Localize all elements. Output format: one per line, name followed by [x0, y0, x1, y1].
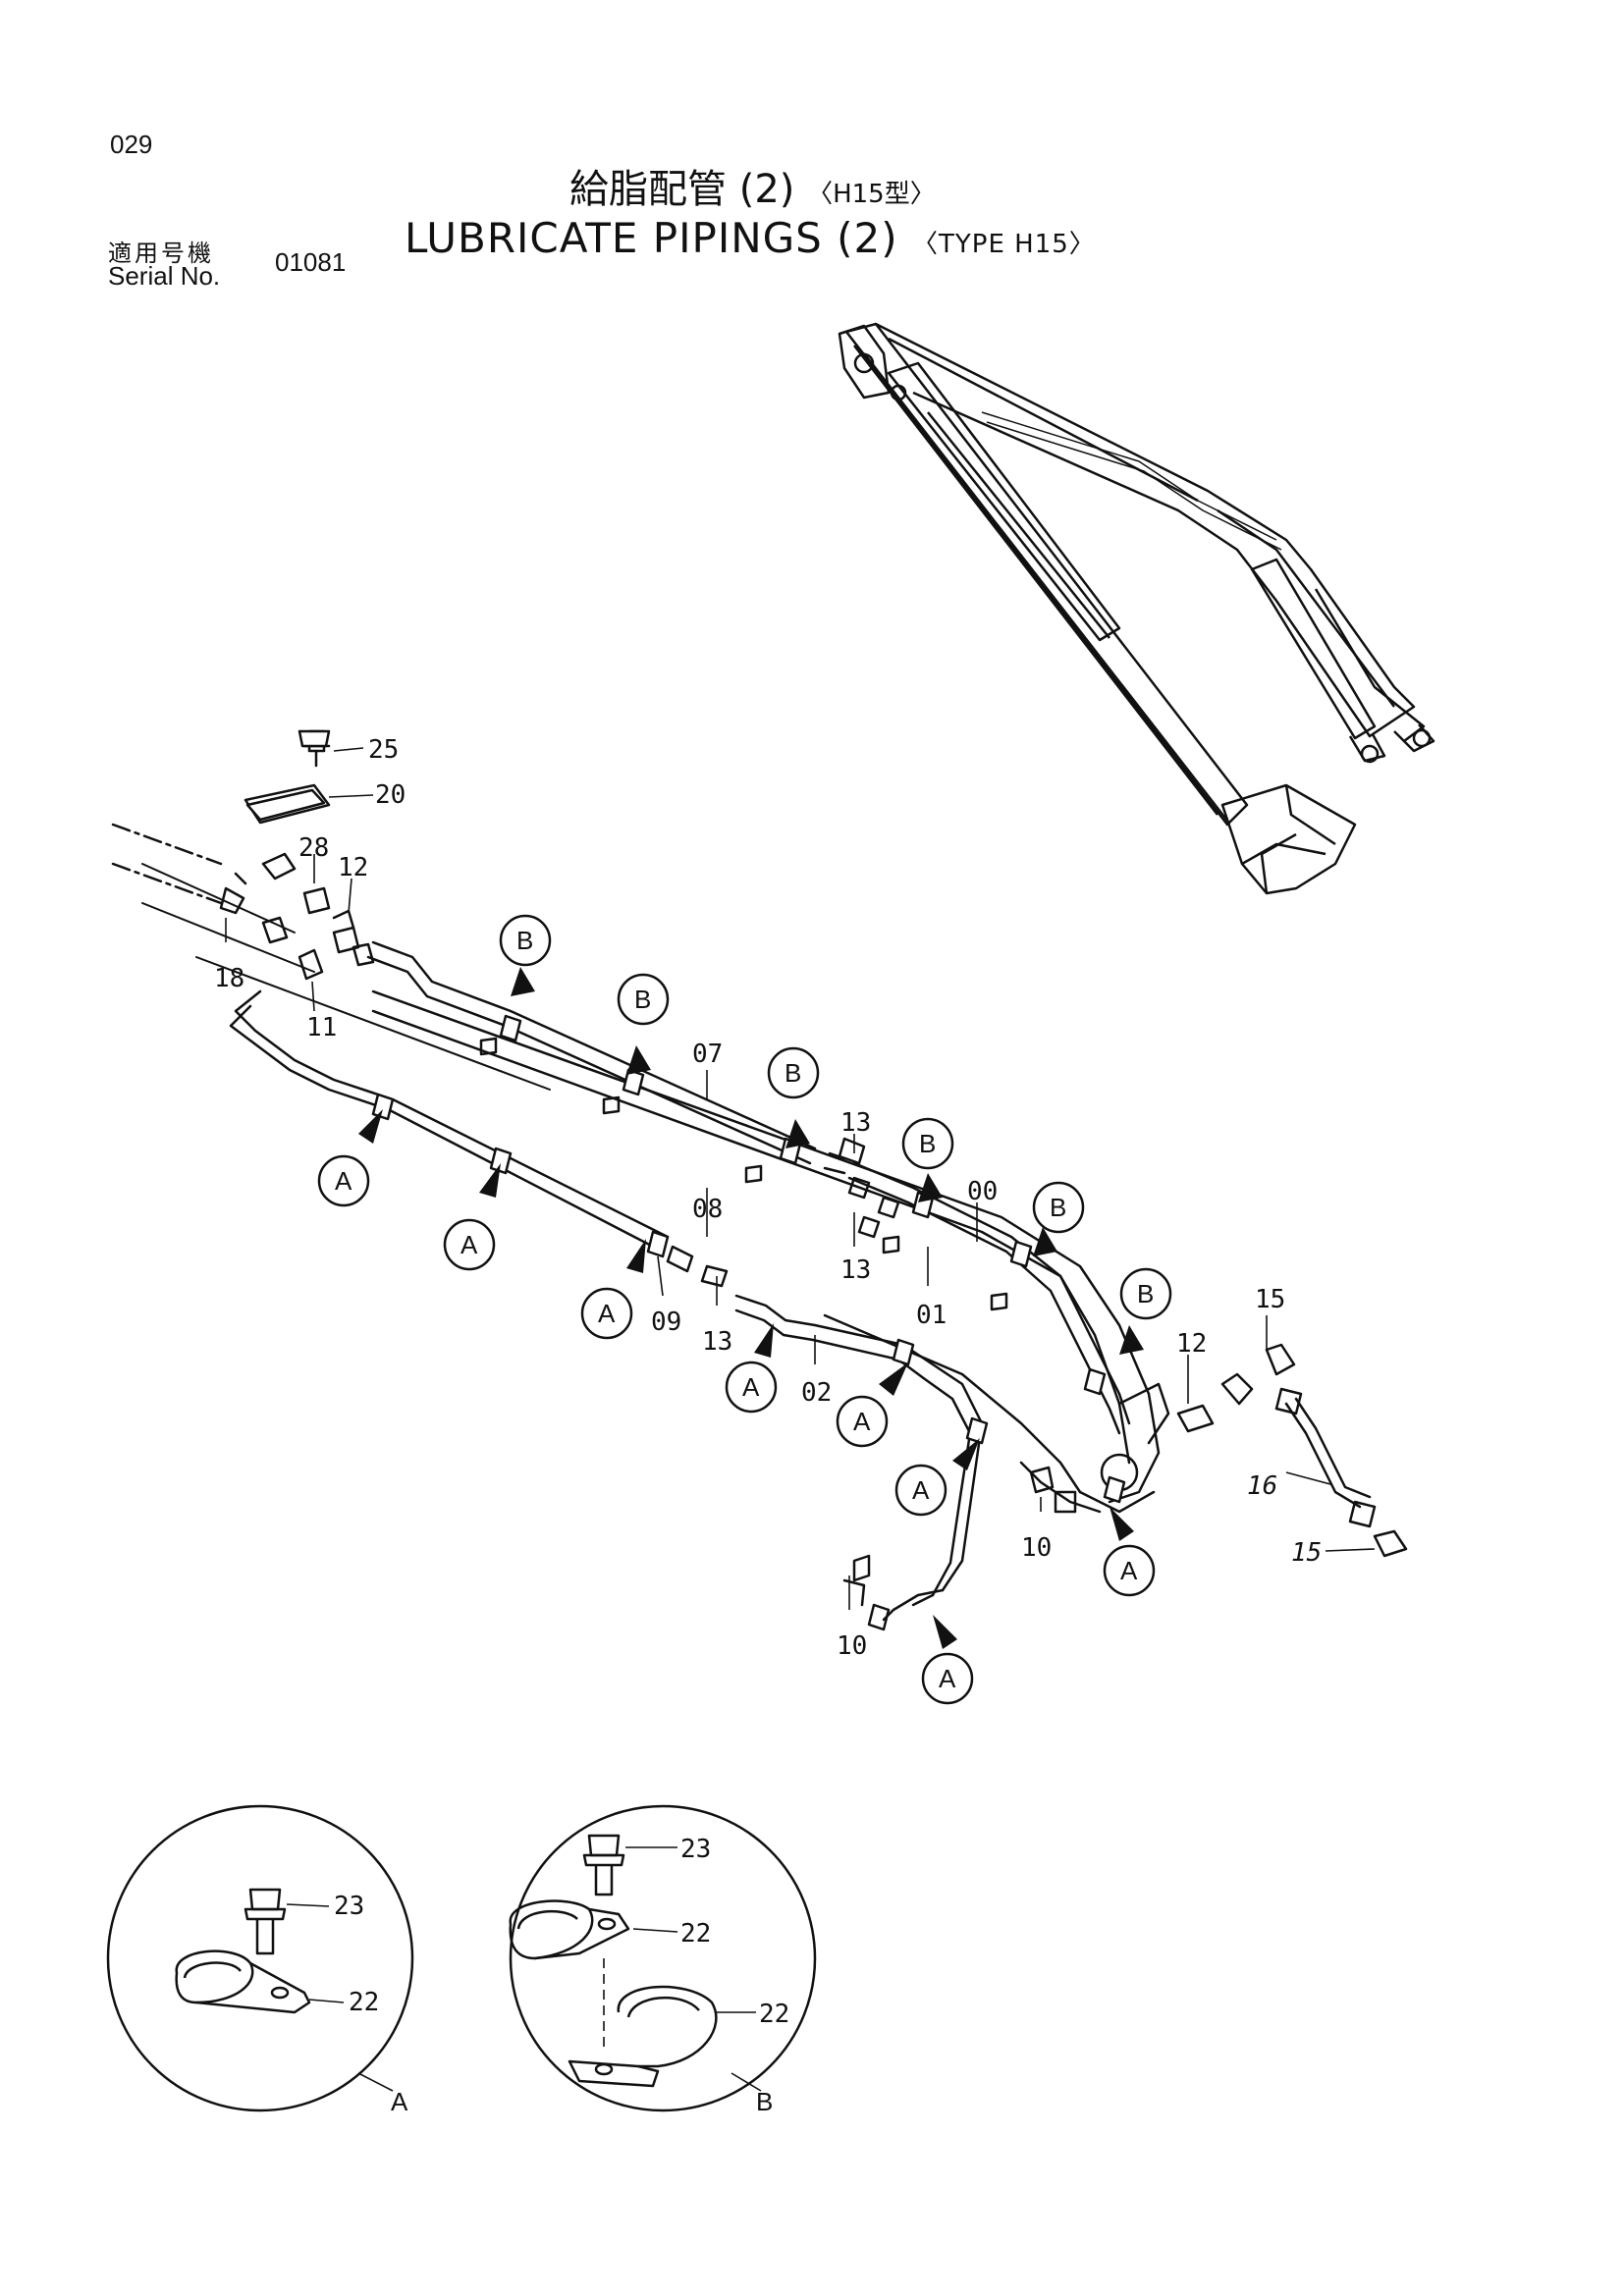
callout-a-2: A — [460, 1230, 478, 1259]
callout-a-3: A — [598, 1299, 616, 1328]
part-label-15b: 15 — [1291, 1538, 1322, 1568]
part-label-12b: 12 — [1176, 1329, 1207, 1359]
callout-b-4: B — [919, 1129, 936, 1158]
detail-b-label-22a: 22 — [680, 1919, 711, 1949]
detail-a-label-22: 22 — [349, 1988, 379, 2017]
title-english: LUBRICATE PIPINGS (2) 〈TYPE H15〉 — [405, 214, 1096, 262]
part-label-02: 02 — [801, 1378, 832, 1408]
callout-b-5: B — [1050, 1193, 1066, 1222]
title-jp-type: 〈H15型〉 — [807, 180, 936, 209]
part-label-16: 16 — [1247, 1471, 1277, 1501]
part-label-20: 20 — [375, 780, 406, 810]
title-jp-text: 給脂配管 (2) — [569, 167, 795, 212]
serial-label: Serial No. — [108, 261, 221, 291]
callout-a-8: A — [939, 1664, 956, 1693]
detail-b-circle — [509, 1804, 817, 2112]
detail-a-circle — [106, 1804, 414, 2112]
part-number-labels: 25 20 28 12 18 11 07 08 09 13 13 13 00 0… — [214, 735, 1322, 1661]
serial-value: 01081 — [275, 247, 347, 277]
part-label-11: 11 — [306, 1013, 337, 1042]
detail-b-label-22b: 22 — [759, 2000, 789, 2029]
callout-a-1: A — [335, 1166, 352, 1196]
callout-a-4: A — [742, 1372, 760, 1402]
callout-a-6: A — [912, 1475, 930, 1505]
part-label-08: 08 — [692, 1195, 723, 1224]
callout-b-2: B — [634, 985, 651, 1014]
part-label-07: 07 — [692, 1040, 723, 1069]
detail-b-label: B — [756, 2087, 773, 2116]
title-en-type: 〈TYPE H15〉 — [912, 230, 1096, 259]
callout-markers: B B B B B B A A A A A A A A — [317, 914, 1172, 1705]
part-label-10b: 10 — [837, 1631, 867, 1661]
part-label-18: 18 — [214, 964, 244, 993]
piping-assembly — [111, 729, 1408, 1631]
part-label-13b: 13 — [840, 1255, 871, 1285]
detail-view-a — [106, 1804, 414, 2112]
callout-a-7: A — [1120, 1556, 1138, 1585]
excavator-front-illustration — [838, 322, 1435, 895]
callout-b-3: B — [785, 1058, 801, 1088]
callout-a-5: A — [853, 1407, 871, 1436]
page-number: 029 — [110, 130, 153, 159]
callout-b-1: B — [516, 926, 533, 955]
detail-b-label-23: 23 — [680, 1835, 711, 1864]
part-label-28: 28 — [298, 833, 329, 863]
part-label-10a: 10 — [1021, 1533, 1052, 1563]
part-label-15a: 15 — [1255, 1285, 1285, 1314]
applicability-label-jp: 適用号機 — [108, 240, 214, 267]
part-label-00: 00 — [967, 1177, 998, 1206]
part-label-12a: 12 — [338, 853, 368, 882]
part-label-13a: 13 — [840, 1108, 871, 1138]
part-label-13c: 13 — [702, 1327, 732, 1357]
part-label-25: 25 — [368, 735, 399, 765]
part-label-09: 09 — [651, 1308, 681, 1337]
part-label-01: 01 — [916, 1301, 947, 1330]
callout-b-6: B — [1137, 1279, 1154, 1308]
leader-lines — [225, 747, 1376, 1610]
detail-a-label-23: 23 — [334, 1892, 364, 1921]
detail-view-b — [509, 1804, 817, 2112]
title-en-text: LUBRICATE PIPINGS (2) — [405, 214, 898, 262]
detail-a-label: A — [391, 2087, 408, 2116]
title-japanese: 給脂配管 (2) 〈H15型〉 — [569, 157, 936, 214]
